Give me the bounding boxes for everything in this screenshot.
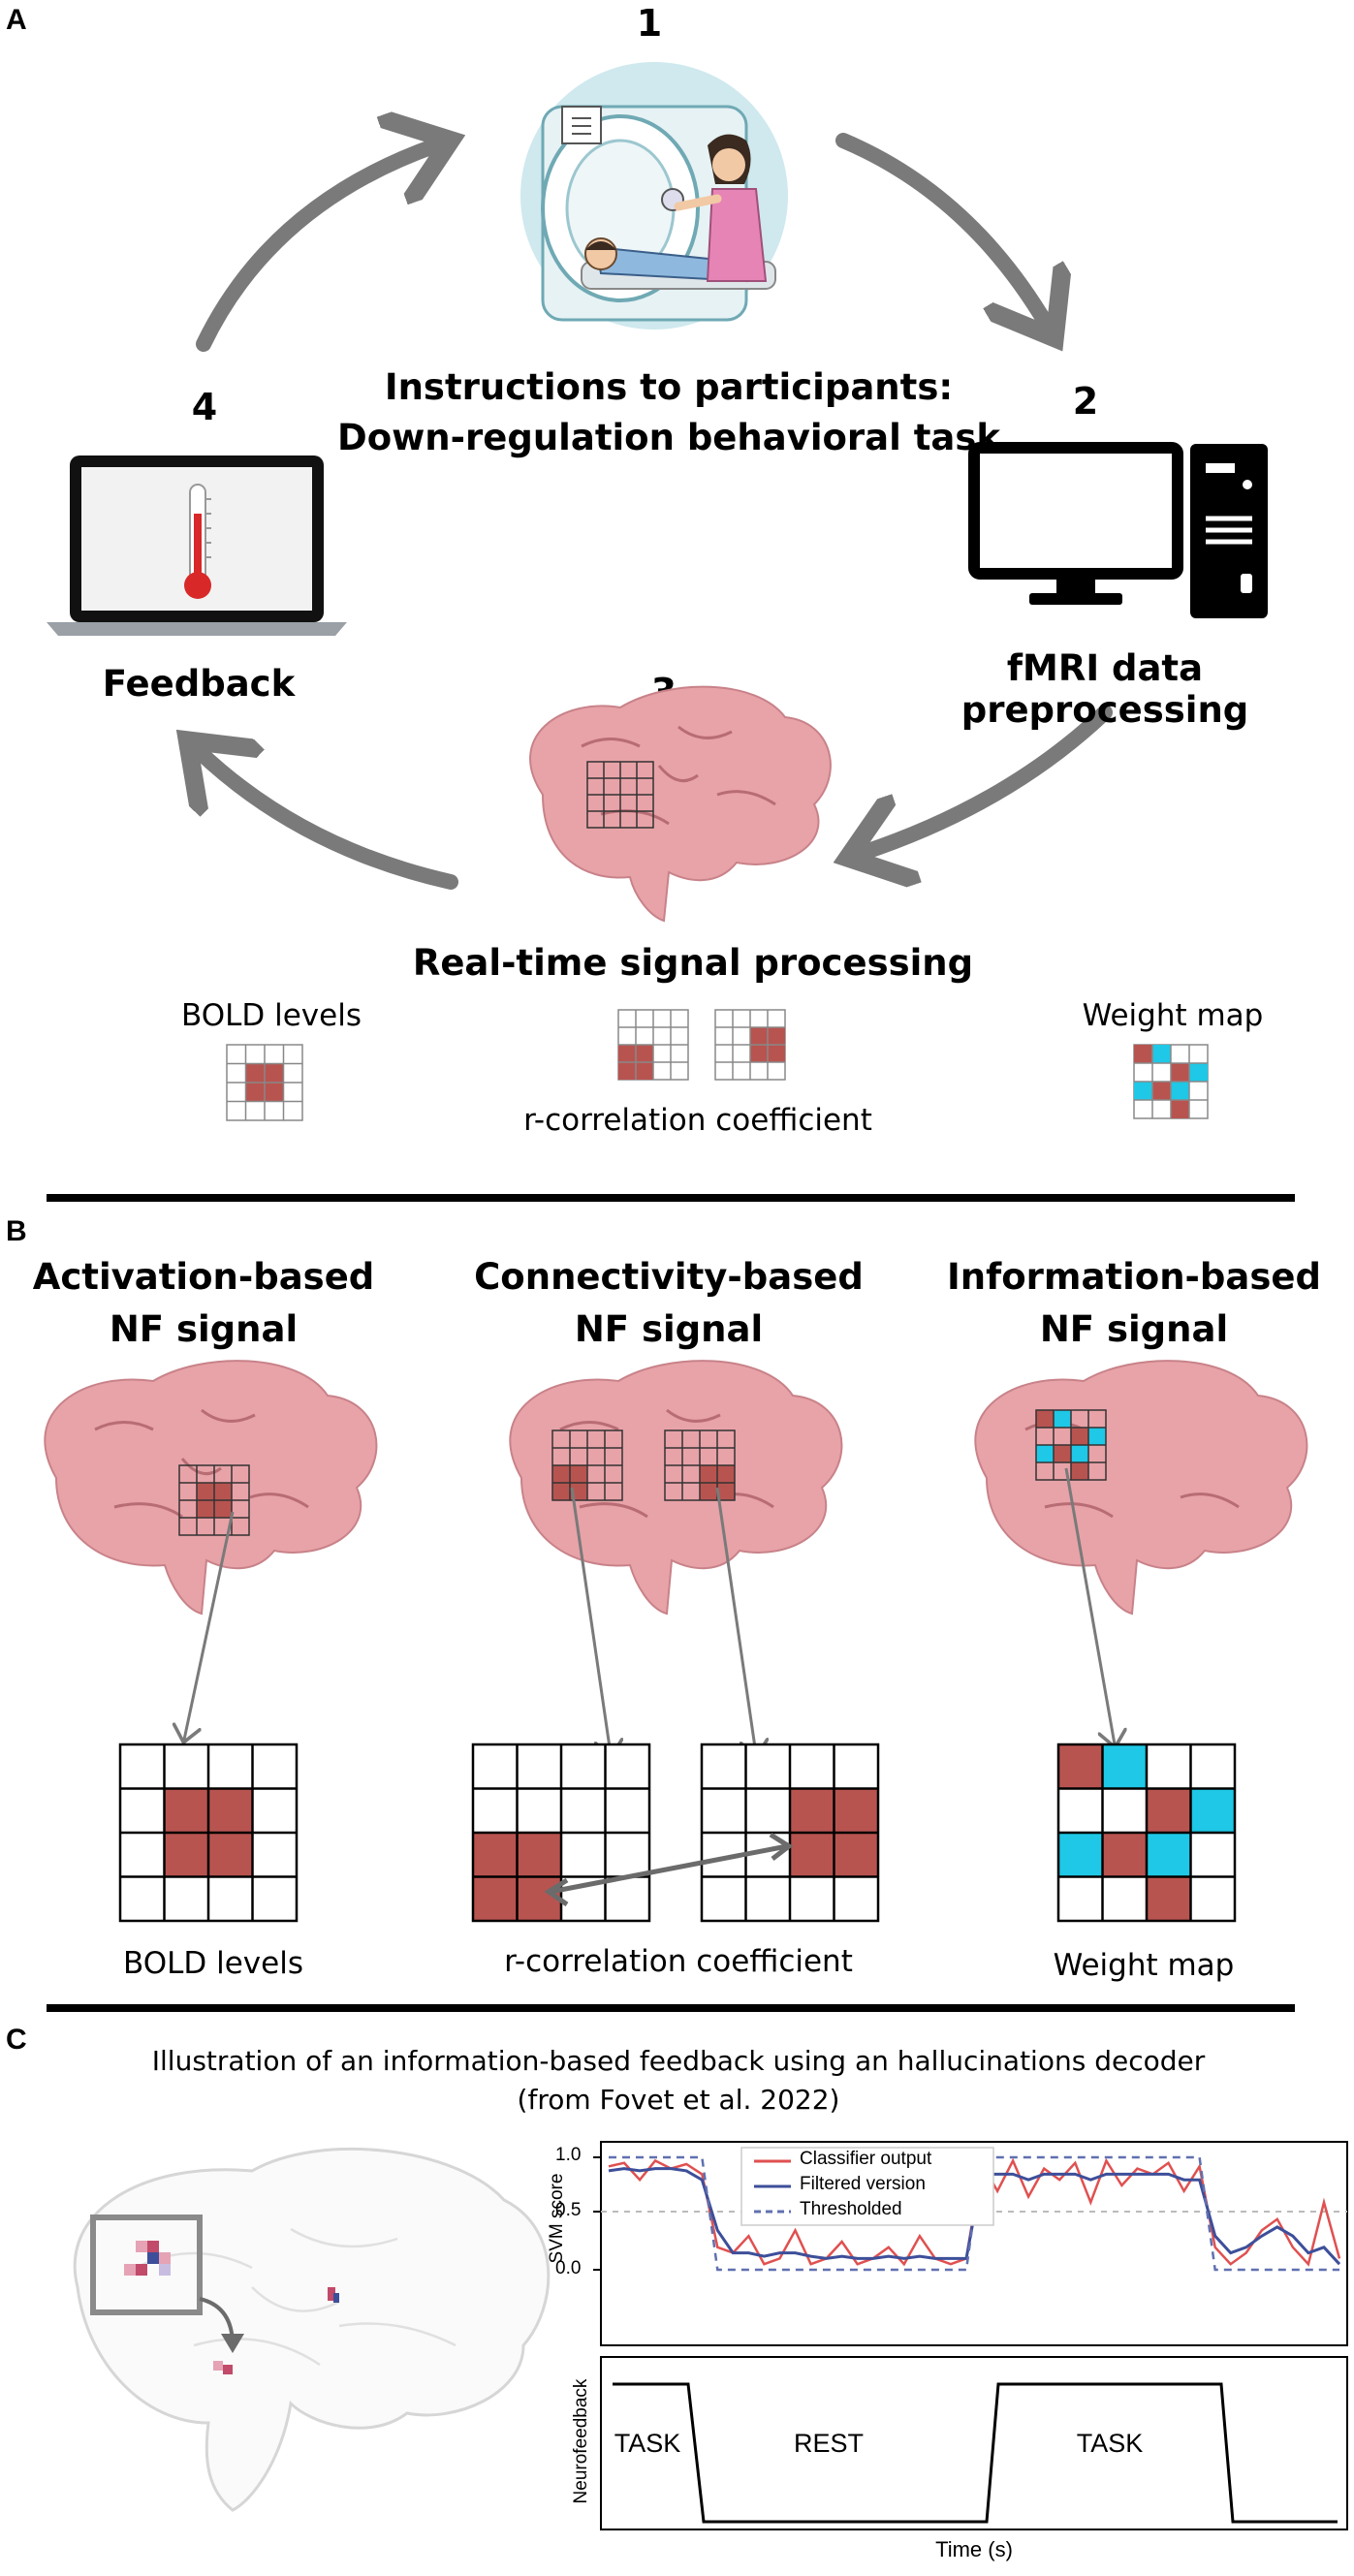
svm-series-group bbox=[608, 2155, 1341, 2272]
panel-b-letter: B bbox=[6, 1215, 27, 1247]
step-4-number: 4 bbox=[191, 386, 218, 428]
svm-tick-label-1-0: 1.0 bbox=[555, 2145, 582, 2165]
svm-tick-label-0-0: 0.0 bbox=[555, 2258, 582, 2278]
panel-c-caption-line-2: (from Fovet et al. 2022) bbox=[517, 2084, 840, 2116]
laptop-thermometer-icon bbox=[47, 456, 347, 636]
arrow-4-to-1 bbox=[196, 145, 436, 352]
rest-label: REST bbox=[793, 2429, 864, 2458]
panel-a-graphics bbox=[47, 62, 1268, 1121]
neurofeedback-chart bbox=[600, 2356, 1348, 2530]
panel-c-caption-line-1: Illustration of an information-based fee… bbox=[151, 2045, 1206, 2077]
connectivity-title-line-1: Connectivity-based bbox=[474, 1256, 864, 1298]
svm-series-thresholded bbox=[609, 2155, 1339, 2272]
correlation-small-grid-right bbox=[714, 1009, 786, 1081]
arrow-connectivity-right-down bbox=[715, 1487, 756, 1754]
weight-map-large-grid bbox=[1056, 1743, 1237, 1923]
computer-icon bbox=[968, 442, 1268, 618]
divider-b-c bbox=[47, 2004, 1295, 2012]
bold-levels-large-grid bbox=[118, 1743, 299, 1923]
double-arrow-left-head bbox=[544, 1877, 569, 1907]
information-brain-icon bbox=[974, 1360, 1308, 1615]
arrow-activation-down bbox=[184, 1511, 235, 1740]
bold-levels-small-grid bbox=[226, 1044, 303, 1121]
divider-a-b bbox=[47, 1194, 1295, 1202]
panel-a-letter: A bbox=[6, 4, 27, 36]
arrow-connectivity-left-down bbox=[570, 1487, 611, 1754]
time-xlabel: Time (s) bbox=[935, 2537, 1013, 2561]
neurofeedback-signal-line bbox=[613, 2382, 1338, 2524]
svm-series-filtered-version bbox=[608, 2167, 1341, 2266]
correlation-large-grid-left bbox=[471, 1743, 651, 1923]
arrow-2-to-3 bbox=[863, 705, 1113, 853]
mri-scanner-icon bbox=[520, 62, 788, 330]
double-arrow-right-head bbox=[769, 1832, 794, 1861]
brain-icon bbox=[529, 685, 832, 923]
fmri-preprocessing-label: fMRI data preprocessing bbox=[960, 647, 1249, 731]
r-correlation-label-b: r-correlation coefficient bbox=[504, 1944, 853, 1979]
bold-levels-label-b: BOLD levels bbox=[123, 1946, 303, 1981]
task-label-2: TASK bbox=[1076, 2429, 1144, 2458]
step-2-number: 2 bbox=[1072, 380, 1099, 423]
task-label-1: TASK bbox=[614, 2429, 681, 2458]
legend-classifier-output: Classifier output bbox=[800, 2149, 932, 2169]
bold-levels-label-a: BOLD levels bbox=[181, 998, 362, 1033]
legend-thresholded: Thresholded bbox=[800, 2199, 902, 2219]
arrow-1-to-2 bbox=[835, 133, 1047, 325]
correlation-double-arrow bbox=[550, 1843, 788, 1895]
panel-c-letter: C bbox=[6, 2024, 27, 2056]
instructions-line-2: Down-regulation behavioral task bbox=[336, 417, 1000, 458]
weight-map-label-b: Weight map bbox=[1053, 1948, 1235, 1983]
activation-title-line-1: Activation-based bbox=[32, 1256, 375, 1298]
correlation-small-grid-left bbox=[617, 1009, 689, 1081]
activation-title-line-2: NF signal bbox=[109, 1308, 299, 1350]
decoder-brain-sketch bbox=[73, 2147, 551, 2512]
arrow-3-to-4 bbox=[199, 751, 458, 890]
svm-tick-label-0-5: 0.5 bbox=[555, 2200, 582, 2220]
information-title-line-1: Information-based bbox=[947, 1256, 1321, 1298]
svm-chart bbox=[593, 2141, 1348, 2346]
instructions-line-1: Instructions to participants: bbox=[384, 366, 954, 408]
activation-brain-icon bbox=[44, 1360, 378, 1615]
svm-score-ylabel: SVM score bbox=[547, 2173, 567, 2264]
connectivity-brain-icon bbox=[509, 1360, 843, 1615]
arrow-information-down bbox=[1064, 1467, 1115, 1744]
information-title-line-2: NF signal bbox=[1039, 1308, 1229, 1350]
r-correlation-label-a: r-correlation coefficient bbox=[523, 1103, 872, 1138]
feedback-label: Feedback bbox=[102, 663, 296, 705]
correlation-large-grid-right bbox=[700, 1743, 880, 1923]
weight-map-label-a: Weight map bbox=[1082, 998, 1264, 1033]
real-time-signal-processing-label: Real-time signal processing bbox=[412, 942, 974, 984]
legend-filtered-version: Filtered version bbox=[800, 2174, 926, 2194]
step-1-number: 1 bbox=[636, 2, 663, 45]
neurofeedback-ylabel: Neurofeedback bbox=[571, 2378, 591, 2504]
connectivity-title-line-2: NF signal bbox=[574, 1308, 764, 1350]
weight-map-small-grid bbox=[1133, 1044, 1209, 1119]
svm-series-classifier-output bbox=[608, 2157, 1341, 2267]
